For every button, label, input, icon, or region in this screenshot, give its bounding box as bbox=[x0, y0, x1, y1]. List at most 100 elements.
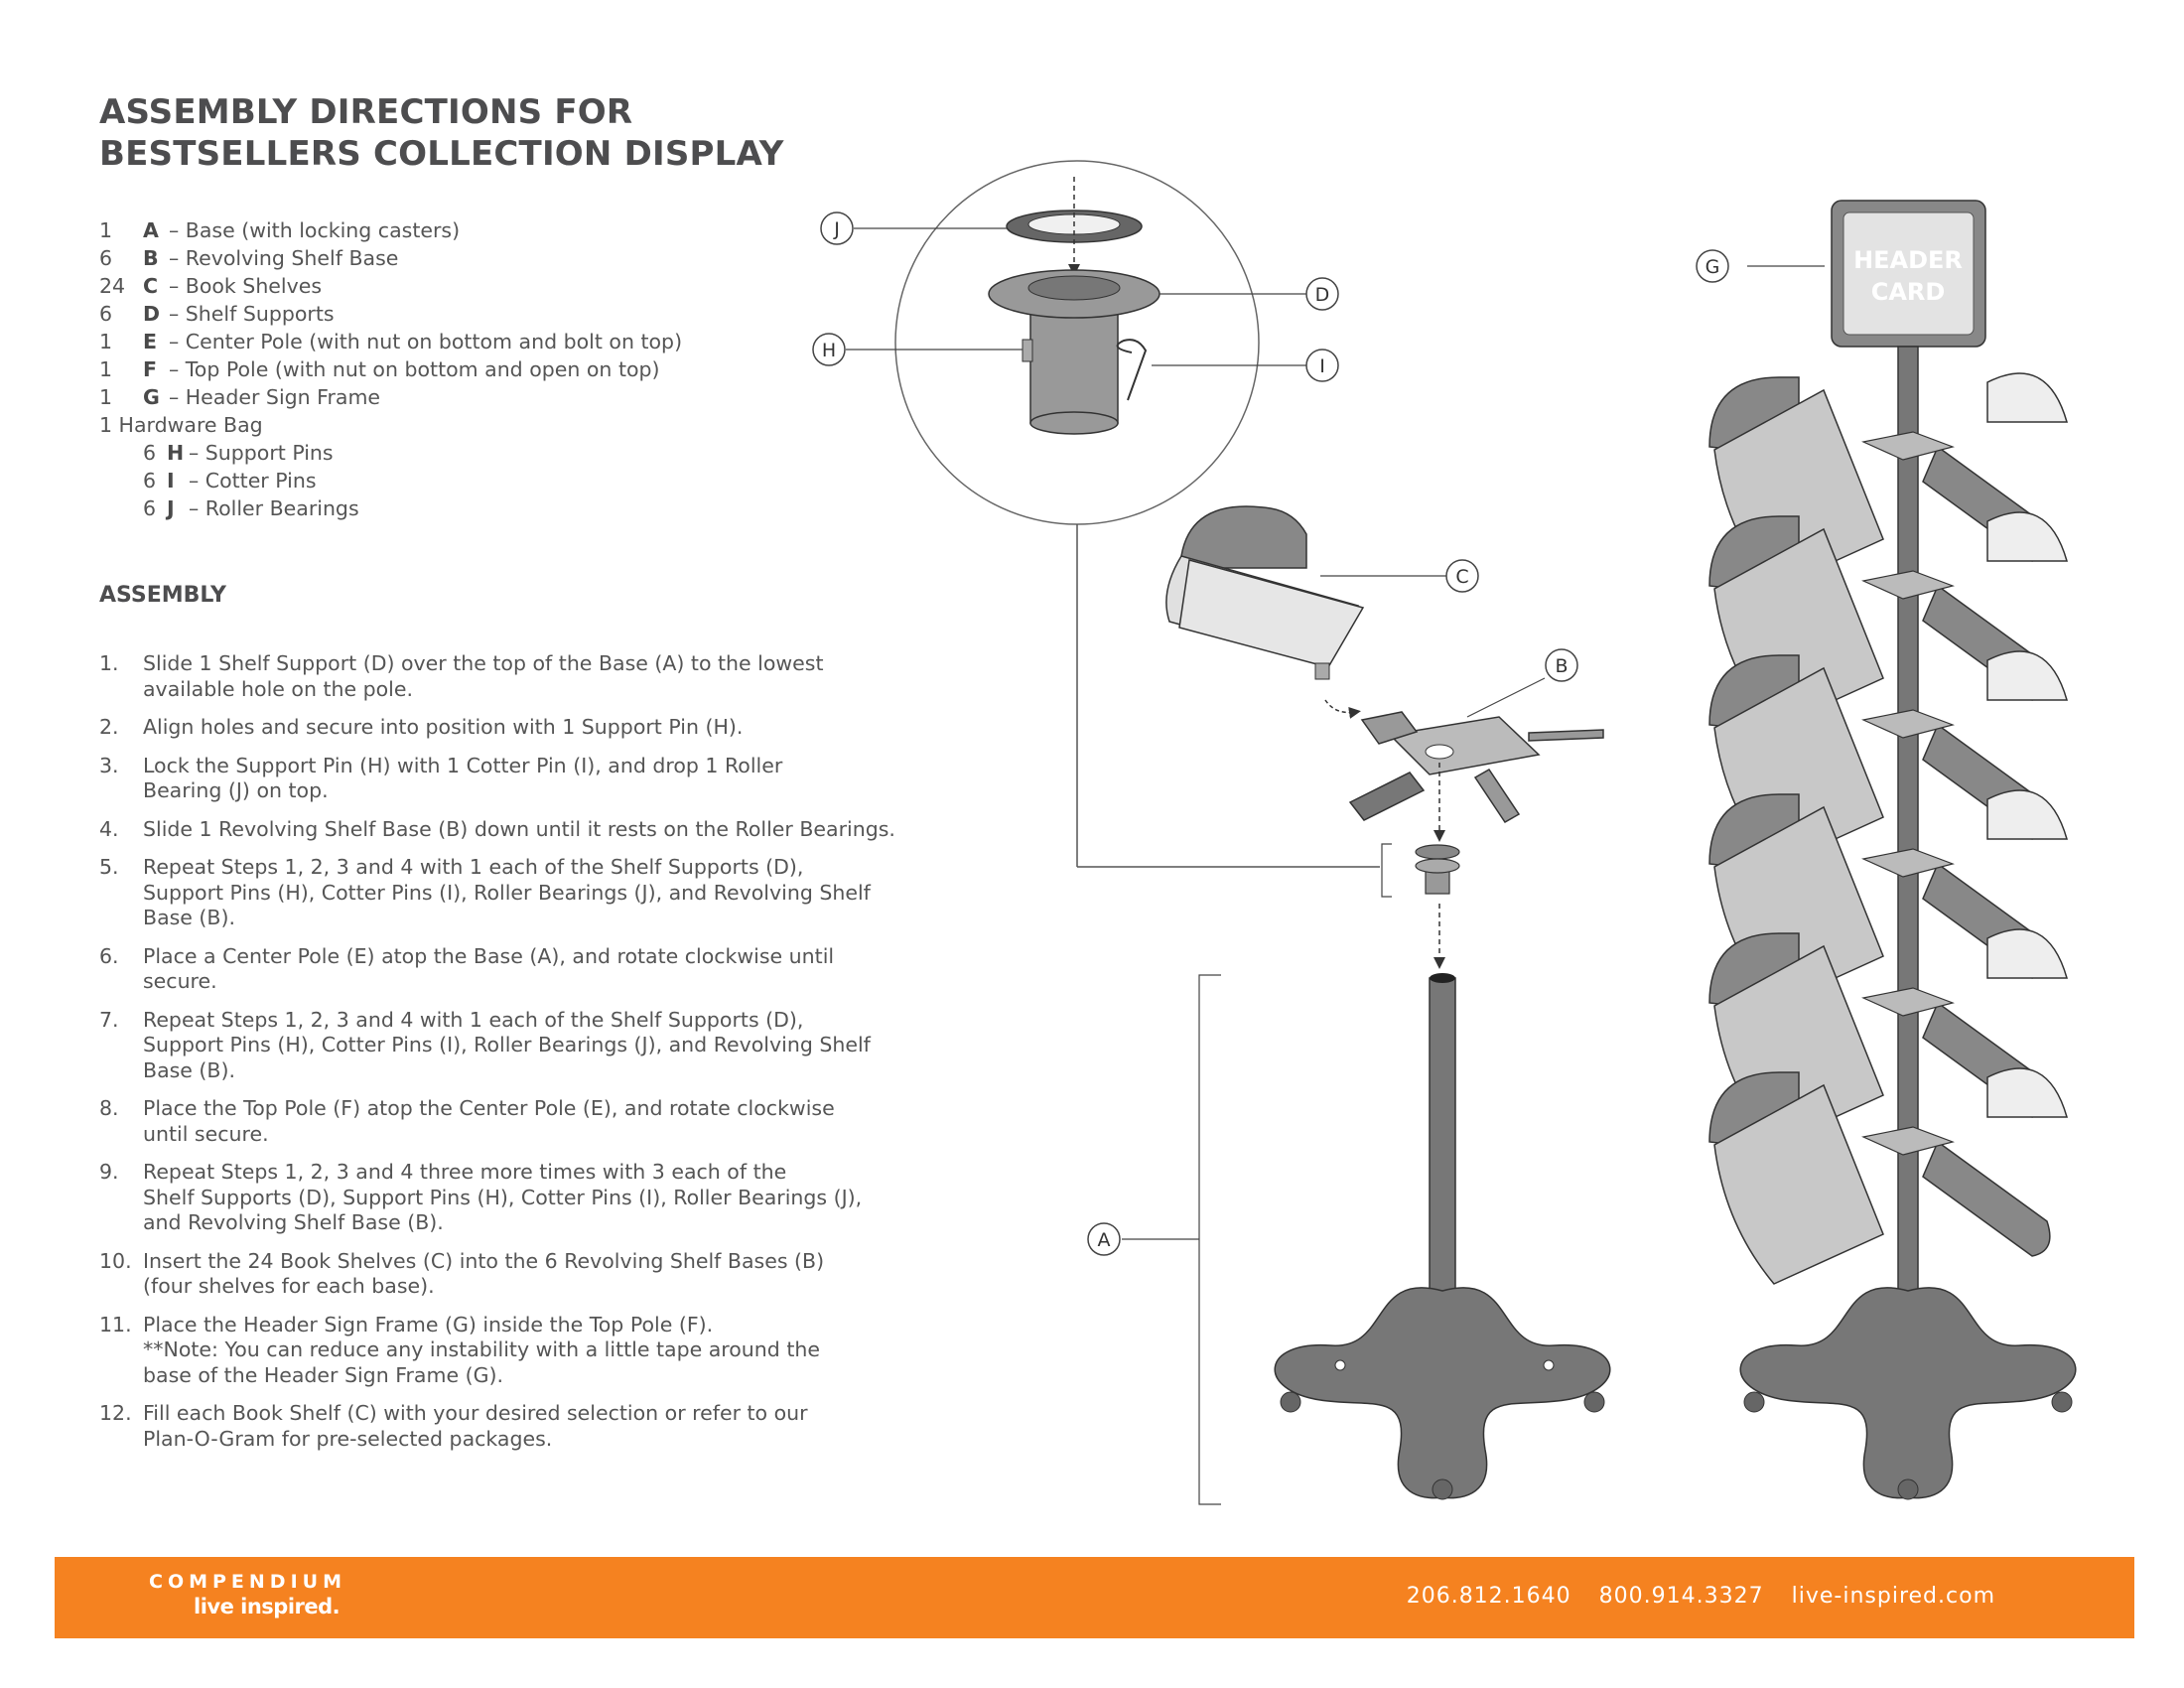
book-shelf-exploded bbox=[1165, 505, 1446, 719]
label-i-text: I bbox=[1319, 355, 1325, 377]
step-item: 12. Fill each Book Shelf (C) with your de… bbox=[99, 1401, 913, 1452]
step-item: 9. Repeat Steps 1, 2, 3 and 4 three more … bbox=[99, 1160, 913, 1236]
step-item: 1. Slide 1 Shelf Support (D) over the top… bbox=[99, 651, 913, 702]
step-number: 12. bbox=[99, 1401, 132, 1425]
step-number: 1. bbox=[99, 651, 119, 675]
part-qty: 1 bbox=[99, 218, 113, 242]
part-qty: 1 bbox=[99, 385, 113, 409]
part-code: G bbox=[143, 385, 160, 409]
part-desc: – Revolving Shelf Base bbox=[169, 246, 399, 270]
step-item: 4.Slide 1 Revolving Shelf Base (B) down … bbox=[99, 817, 913, 843]
part-code: E bbox=[143, 330, 158, 353]
step-item: 5. Repeat Steps 1, 2, 3 and 4 with 1 each… bbox=[99, 855, 913, 931]
shelf-tier bbox=[1708, 1067, 2068, 1285]
part-desc: – Header Sign Frame bbox=[169, 385, 381, 409]
label-h-text: H bbox=[822, 340, 836, 361]
step-number: 5. bbox=[99, 855, 119, 879]
part-qty: 6 bbox=[143, 496, 157, 520]
part-qty: 1 bbox=[99, 330, 113, 353]
part-code: H bbox=[167, 441, 185, 465]
step-number: 2. bbox=[99, 715, 119, 739]
footer-bar: COMPENDIUM live inspired. 206.812.1640 8… bbox=[55, 1557, 2134, 1638]
step-text: Slide 1 Shelf Support (D) over the top o… bbox=[143, 651, 824, 701]
page-title: ASSEMBLY DIRECTIONS FOR BESTSELLERS COLL… bbox=[99, 91, 784, 175]
brand-name: COMPENDIUM bbox=[149, 1571, 346, 1593]
part-desc: – Book Shelves bbox=[169, 274, 323, 298]
header-card-line-2: CARD bbox=[1871, 278, 1946, 306]
step-item: 11. Place the Header Sign Frame (G) insid… bbox=[99, 1313, 913, 1389]
step-number: 3. bbox=[99, 753, 119, 777]
part-qty: 24 bbox=[99, 274, 126, 298]
step-item: 3. Lock the Support Pin (H) with 1 Cotter… bbox=[99, 754, 913, 804]
label-j: J bbox=[820, 211, 854, 245]
label-a-text: A bbox=[1098, 1229, 1111, 1251]
label-j-text: J bbox=[833, 218, 840, 240]
part-desc: – Top Pole (with nut on bottom and open … bbox=[169, 357, 660, 381]
label-i: I bbox=[1305, 349, 1339, 382]
label-b: B bbox=[1545, 648, 1578, 682]
step-item: 7. Repeat Steps 1, 2, 3 and 4 with 1 each… bbox=[99, 1008, 913, 1084]
label-g-text: G bbox=[1706, 256, 1720, 278]
step-item: 10. Insert the 24 Book Shelves (C) into t… bbox=[99, 1249, 913, 1300]
label-g: G bbox=[1696, 249, 1729, 283]
step-number: 11. bbox=[99, 1312, 132, 1336]
part-qty: 6 bbox=[143, 441, 157, 465]
website-link: live-inspired.com bbox=[1791, 1584, 1995, 1609]
step-text: Insert the 24 Book Shelves (C) into the … bbox=[143, 1248, 825, 1299]
step-text: Place the Header Sign Frame (G) inside t… bbox=[143, 1312, 820, 1387]
part-qty: 1 bbox=[99, 357, 113, 381]
part-desc: – Cotter Pins bbox=[189, 469, 317, 492]
step-text: Repeat Steps 1, 2, 3 and 4 three more ti… bbox=[143, 1160, 863, 1234]
part-code: D bbox=[143, 302, 161, 326]
title-line-1: ASSEMBLY DIRECTIONS FOR bbox=[99, 92, 633, 132]
part-qty: 6 bbox=[99, 246, 113, 270]
title-line-2: BESTSELLERS COLLECTION DISPLAY bbox=[99, 134, 784, 174]
small-bearing-stack bbox=[1381, 843, 1460, 969]
revolving-shelf-base-exploded bbox=[1348, 677, 1604, 842]
step-text: Repeat Steps 1, 2, 3 and 4 with 1 each o… bbox=[143, 1007, 871, 1082]
step-text: Fill each Book Shelf (C) with your desir… bbox=[143, 1401, 808, 1451]
step-number: 10. bbox=[99, 1248, 132, 1273]
part-code: F bbox=[143, 357, 158, 381]
step-number: 7. bbox=[99, 1007, 119, 1032]
label-d: D bbox=[1305, 277, 1339, 311]
part-code: B bbox=[143, 246, 159, 270]
shelf-tiers bbox=[1708, 372, 2068, 1285]
step-text: Repeat Steps 1, 2, 3 and 4 with 1 each o… bbox=[143, 855, 871, 929]
step-number: 9. bbox=[99, 1160, 119, 1184]
step-number: 4. bbox=[99, 816, 119, 841]
part-qty: 6 bbox=[99, 302, 113, 326]
part-code: I bbox=[167, 469, 175, 492]
phone-number-1: 206.812.1640 bbox=[1406, 1584, 1571, 1609]
assembly-heading: ASSEMBLY bbox=[99, 583, 226, 608]
step-item: 8.Place the Top Pole (F) atop the Center… bbox=[99, 1096, 913, 1147]
step-number: 8. bbox=[99, 1096, 119, 1120]
label-b-text: B bbox=[1555, 655, 1568, 677]
hardware-bag-label: 1 Hardware Bag bbox=[99, 413, 263, 437]
part-desc: – Roller Bearings bbox=[189, 496, 359, 520]
assembled-base bbox=[1739, 1287, 2077, 1500]
label-a: A bbox=[1087, 1222, 1121, 1256]
label-c-text: C bbox=[1455, 566, 1468, 588]
label-c: C bbox=[1445, 559, 1479, 593]
label-d-text: D bbox=[1315, 284, 1330, 306]
step-number: 6. bbox=[99, 943, 119, 968]
part-code: J bbox=[167, 496, 175, 520]
part-qty: 6 bbox=[143, 469, 157, 492]
part-desc: – Support Pins bbox=[189, 441, 334, 465]
step-item: 6. Place a Center Pole (E) atop the Base … bbox=[99, 944, 913, 995]
assembly-steps: 1. Slide 1 Shelf Support (D) over the top… bbox=[99, 651, 913, 1465]
contact-info: 206.812.1640 800.914.3327 live-inspired.… bbox=[1387, 1584, 1995, 1609]
base-with-pole bbox=[1122, 973, 1611, 1505]
label-h: H bbox=[812, 333, 846, 366]
step-text: Lock the Support Pin (H) with 1 Cotter P… bbox=[143, 753, 783, 803]
step-text: Place a Center Pole (E) atop the Base (A… bbox=[143, 943, 835, 994]
brand-tagline: live inspired. bbox=[194, 1595, 341, 1618]
part-desc: – Base (with locking casters) bbox=[169, 218, 461, 242]
step-item: 2.Align holes and secure into position w… bbox=[99, 715, 913, 741]
phone-number-2: 800.914.3327 bbox=[1598, 1584, 1764, 1609]
part-desc: – Center Pole (with nut on bottom and bo… bbox=[169, 330, 683, 353]
header-card-line-1: HEADER bbox=[1853, 246, 1963, 274]
brand-logo: COMPENDIUM live inspired. bbox=[149, 1571, 346, 1618]
